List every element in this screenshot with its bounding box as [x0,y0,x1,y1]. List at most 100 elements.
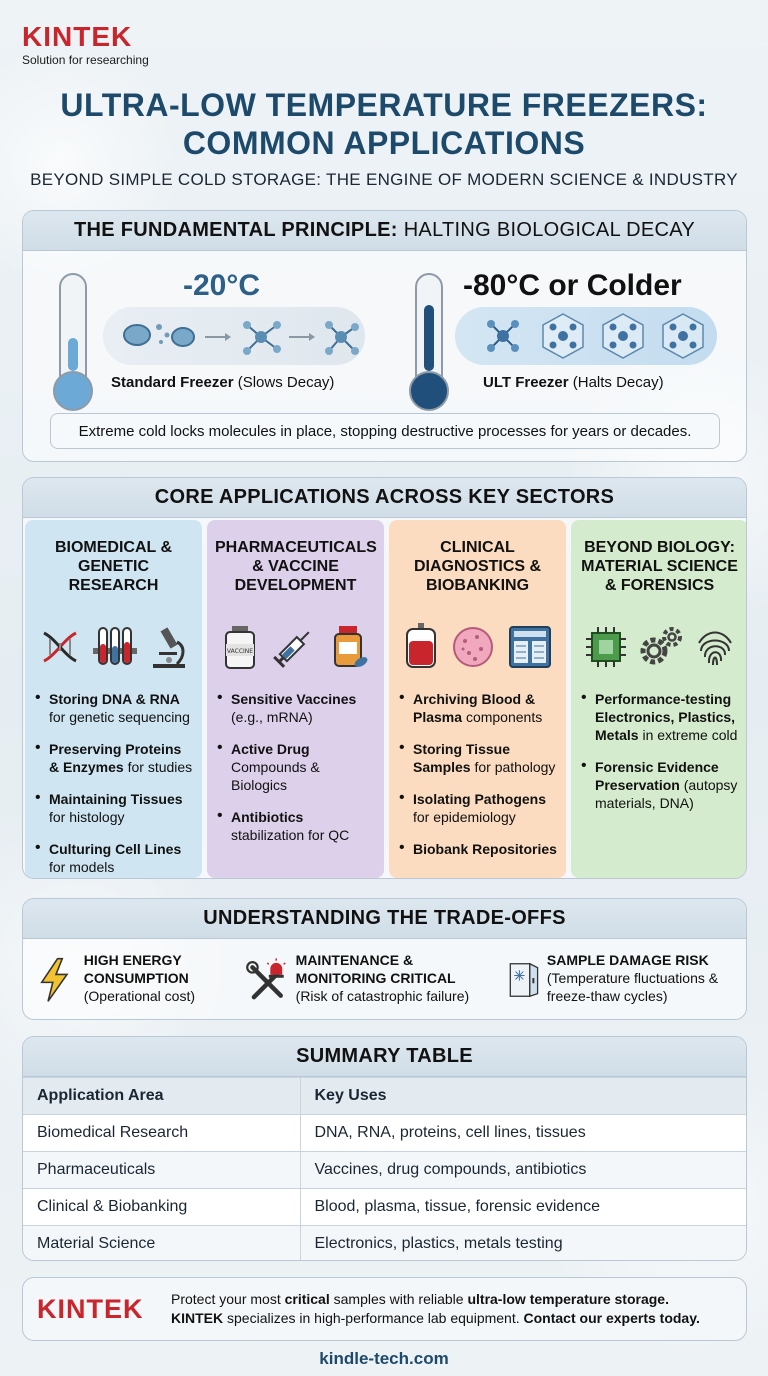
column-pharma-icons: VACCINE [215,616,376,678]
tradeoff-damage: SAMPLE DAMAGE RISK (Temperature fluctuat… [509,951,739,1011]
brand-tagline: Solution for researching [22,53,149,67]
table-cell: Clinical & Biobanking [23,1188,301,1226]
page-title-line1: ULTRA-LOW TEMPERATURE FREEZERS: [60,87,708,123]
footer-line1: Protect your most critical samples with … [171,1291,669,1307]
decaying-molecules-icon [123,321,359,355]
thermometer-ult-icon [409,273,449,411]
microscope-icon [153,627,186,668]
fingerprint-icon [697,631,732,666]
syringe-icon [273,631,311,668]
principle-heading: THE FUNDAMENTAL PRINCIPLE: HALTING BIOLO… [23,211,746,251]
principle-panel: THE FUNDAMENTAL PRINCIPLE: HALTING BIOLO… [22,210,747,462]
list-item: Forensic Evidence Preservation (autopsy … [579,757,740,812]
ult-label: ULT Freezer [483,374,569,391]
column-material: BEYOND BIOLOGY: MATERIAL SCIENCE & FOREN… [571,520,746,878]
column-clinical-title: CLINICAL DIAGNOSTICS & BIOBANKING [413,539,542,594]
tradeoffs-heading: UNDERSTANDING THE TRADE-OFFS [23,899,746,939]
tradeoff-energy: HIGH ENERGY CONSUMPTION (Operational cos… [37,951,247,1011]
tradeoff-energy-note: (Operational cost) [83,988,196,1004]
column-material-icons [579,616,740,678]
applications-heading: CORE APPLICATIONS ACROSS KEY SECTORS [23,478,746,518]
brand-name: KINTEK [22,21,133,52]
lightning-bolt-icon [40,957,69,1002]
tradeoff-maintenance-note: (Risk of catastrophic failure) [295,988,470,1004]
summary-heading: SUMMARY TABLE [23,1037,746,1077]
website-link[interactable]: kindle-tech.com [319,1349,449,1368]
dna-icon [43,631,77,663]
brand-logo: KINTEK Solution for researching [22,21,149,68]
contact-link[interactable]: Contact our experts today. [523,1310,700,1326]
ult-note: (Halts Decay) [572,374,664,391]
vial-label: VACCINE [227,648,253,655]
column-clinical-icons [397,616,558,678]
list-item: Maintaining Tissues for histology [33,789,194,826]
column-pharma: PHARMACEUTICALS & VACCINE DEVELOPMENT VA… [207,520,384,878]
table-cell: Electronics, plastics, metals testing [300,1225,746,1260]
column-biomedical: BIOMEDICAL & GENETIC RESEARCH Storing [25,520,202,878]
page-title-line2: COMMON APPLICATIONS [182,125,586,161]
list-item: Storing Tissue Samples for pathology [397,739,558,776]
column-material-list: Performance-testing Electronics, Plastic… [579,689,740,812]
frozen-molecules-icon [487,313,704,359]
blood-bag-icon [405,623,436,668]
footer-line2: KINTEK specializes in high-performance l… [171,1310,700,1326]
tradeoff-damage-note: (Temperature fluctuations & freeze-thaw … [546,970,719,1004]
thermometer-standard-bulb [53,371,93,411]
list-item: Archiving Blood & Plasma components [397,689,558,726]
principle-heading-bold: THE FUNDAMENTAL PRINCIPLE: [73,219,398,241]
list-item: Performance-testing Electronics, Plastic… [579,689,740,744]
standard-note: (Slows Decay) [237,374,335,391]
gears-icon [640,627,683,665]
biobank-cabinet-icon [508,626,551,668]
principle-heading-light: HALTING BIOLOGICAL DECAY [403,219,696,241]
table-cell: Blood, plasma, tissue, forensic evidence [300,1188,746,1226]
applications-panel: CORE APPLICATIONS ACROSS KEY SECTORS BIO… [22,477,747,879]
wrench-alarm-icon [246,958,286,1000]
table-header: Key Uses [300,1077,746,1115]
thermometer-ult-bulb [409,371,449,411]
ult-caption: ULT Freezer (Halts Decay) [483,374,664,391]
thermometer-standard-fill [68,338,78,371]
tradeoff-maintenance: MAINTENANCE & MONITORING CRITICAL (Risk … [245,951,505,1011]
standard-label: Standard Freezer [111,374,234,391]
list-item: Storing DNA & RNA for genetic sequencing [33,689,194,726]
thermometer-ult-fill [424,305,434,371]
column-biomedical-title: BIOMEDICAL & GENETIC RESEARCH [54,539,173,594]
tradeoff-damage-title: SAMPLE DAMAGE RISK [546,952,709,968]
table-row: Clinical & Biobanking Blood, plasma, tis… [23,1188,746,1226]
column-pharma-list: Sensitive Vaccines (e.g., mRNA) Active D… [215,689,376,844]
thermometer-standard-icon [53,273,93,411]
column-clinical: CLINICAL DIAGNOSTICS & BIOBANKING Archiv… [389,520,566,878]
test-tubes-icon [93,627,138,665]
table-cell: Biomedical Research [23,1114,301,1152]
standard-caption: Standard Freezer (Slows Decay) [111,374,334,391]
standard-molecules [103,307,365,365]
list-item: Culturing Cell Lines for models [33,839,194,876]
page-subtitle: BEYOND SIMPLE COLD STORAGE: THE ENGINE O… [30,170,738,189]
column-pharma-title: PHARMACEUTICALS & VACCINE DEVELOPMENT [215,539,377,594]
column-biomedical-list: Storing DNA & RNA for genetic sequencing… [33,689,194,876]
footer-banner: KINTEK Protect your most critical sample… [22,1277,747,1341]
ult-molecules [455,307,717,365]
table-row: Material Science Electronics, plastics, … [23,1225,746,1260]
open-freezer-icon [509,962,539,998]
column-biomedical-icons [33,616,194,678]
microchip-icon [586,627,627,667]
ult-temp: -80°C or Colder [463,269,682,302]
column-clinical-list: Archiving Blood & Plasma components Stor… [397,689,558,858]
table-cell: Pharmaceuticals [23,1151,301,1189]
table-cell: DNA, RNA, proteins, cell lines, tissues [300,1114,746,1152]
tradeoff-maintenance-title: MAINTENANCE & MONITORING CRITICAL [295,952,456,986]
page-title: ULTRA-LOW TEMPERATURE FREEZERS: COMMON A… [0,86,768,162]
list-item: Isolating Pathogens for epidemiology [397,789,558,826]
table-row: Biomedical Research DNA, RNA, proteins, … [23,1114,746,1152]
tradeoffs-panel: UNDERSTANDING THE TRADE-OFFS HIGH ENERGY… [22,898,747,1020]
standard-temp: -20°C [183,269,261,302]
list-item: Active Drug Compounds & Biologics [215,739,376,794]
table-header: Application Area [23,1077,301,1115]
footer-text: Protect your most critical samples with … [171,1290,700,1328]
list-item: Antibiotics stabilization for QC [215,807,376,844]
tradeoff-energy-title: HIGH ENERGY CONSUMPTION [83,952,189,986]
footer-brand-logo: KINTEK [37,1294,144,1324]
table-header-row: Application Area Key Uses [23,1077,746,1115]
